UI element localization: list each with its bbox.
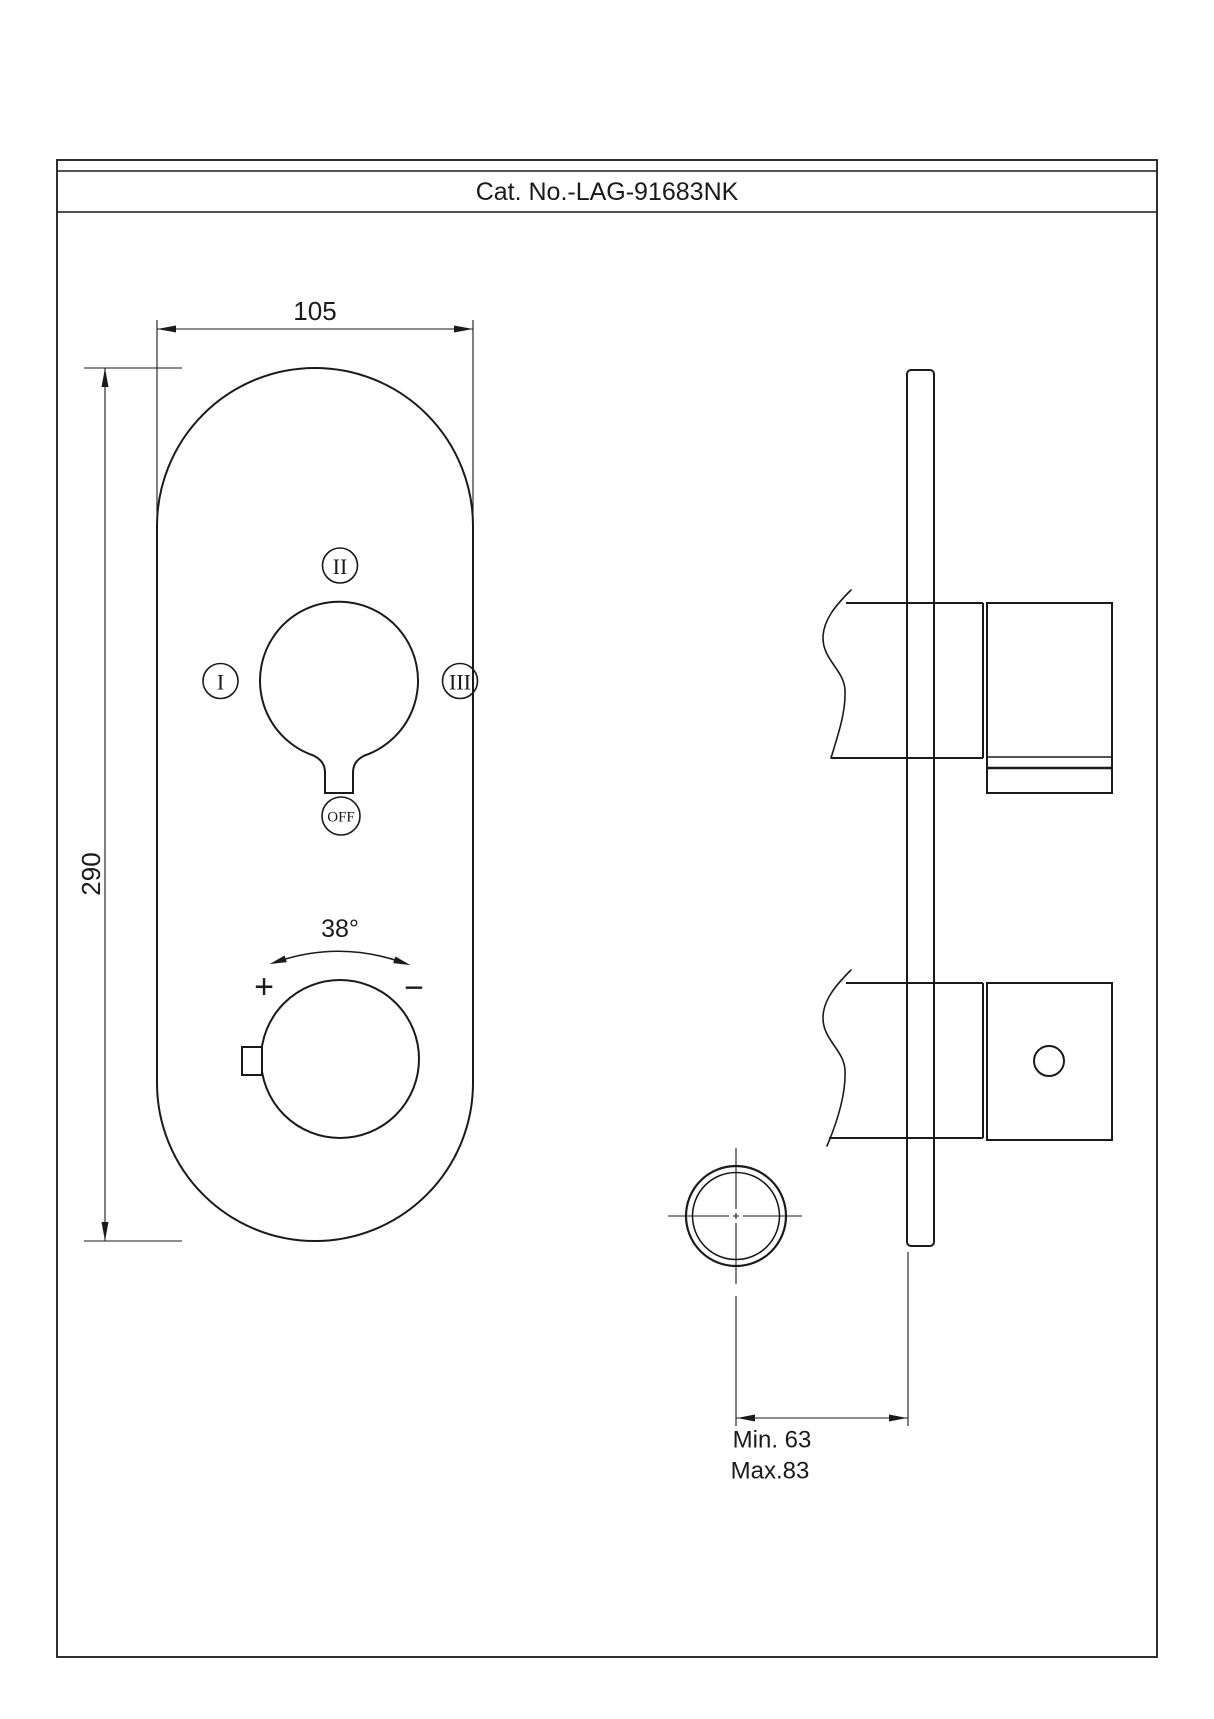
front-view: 105 290 I II III (76, 296, 479, 1242)
break-line (822, 589, 852, 759)
temperature-knob-tab (241, 1046, 263, 1076)
off-circle (321, 796, 361, 836)
temperature-angle-annotation: 38° + − (254, 915, 424, 1007)
diverter-position-markers: I II III (202, 547, 479, 700)
diverter-knob (259, 600, 419, 794)
arrowhead-right-icon (454, 325, 473, 333)
arrowhead-left-icon (737, 1414, 755, 1422)
arrowhead-right-icon (889, 1414, 907, 1422)
off-marker: OFF (321, 796, 361, 836)
sheet-border: Cat. No.-LAG-91683NK (56, 159, 1158, 1658)
position-left-circle (202, 662, 239, 700)
arrowhead-top-icon (101, 368, 109, 387)
catalog-number-label: Cat. No.-LAG-91683NK (476, 178, 739, 206)
arrowhead-bottom-icon (101, 1222, 109, 1241)
position-left-label: I (217, 670, 224, 695)
outer-border (56, 159, 1158, 1658)
position-right-circle (441, 662, 479, 700)
break-line (822, 969, 852, 1147)
height-dimension-label: 290 (76, 852, 106, 895)
angle-arc (278, 950, 402, 963)
upper-valve-body (822, 589, 984, 759)
dimension-height-290: 290 (76, 367, 182, 1242)
arrowhead-left-icon (157, 325, 176, 333)
temperature-knob-side (986, 982, 1113, 1141)
knob-set-screw (1033, 1045, 1065, 1077)
knob-outline (986, 602, 1113, 794)
wall-plate-outline (156, 367, 474, 1242)
colder-label: − (404, 969, 424, 1007)
lower-valve-body (822, 969, 984, 1147)
dimension-min-max: Min. 63 Max.83 (731, 1252, 909, 1485)
temperature-knob (241, 979, 420, 1139)
angle-label: 38° (321, 915, 359, 943)
position-top-circle (321, 547, 359, 584)
min-dimension-label: Min. 63 (733, 1427, 812, 1454)
diverter-knob-side (986, 602, 1113, 794)
dimension-width-105: 105 (156, 296, 474, 515)
position-top-label: II (333, 554, 348, 579)
supply-pipe-outlet (668, 1148, 802, 1284)
position-right-label: III (449, 670, 471, 695)
angle-arrowhead-right-icon (393, 956, 411, 966)
side-view (822, 369, 1113, 1247)
max-dimension-label: Max.83 (731, 1458, 810, 1485)
knob-outline (986, 982, 1113, 1141)
off-label: OFF (327, 810, 355, 826)
hotter-label: + (254, 968, 274, 1006)
temperature-knob-circle (260, 979, 420, 1139)
wall-plate-side (906, 369, 935, 1247)
width-dimension-label: 105 (293, 296, 336, 326)
angle-arrowhead-left-icon (269, 955, 287, 965)
